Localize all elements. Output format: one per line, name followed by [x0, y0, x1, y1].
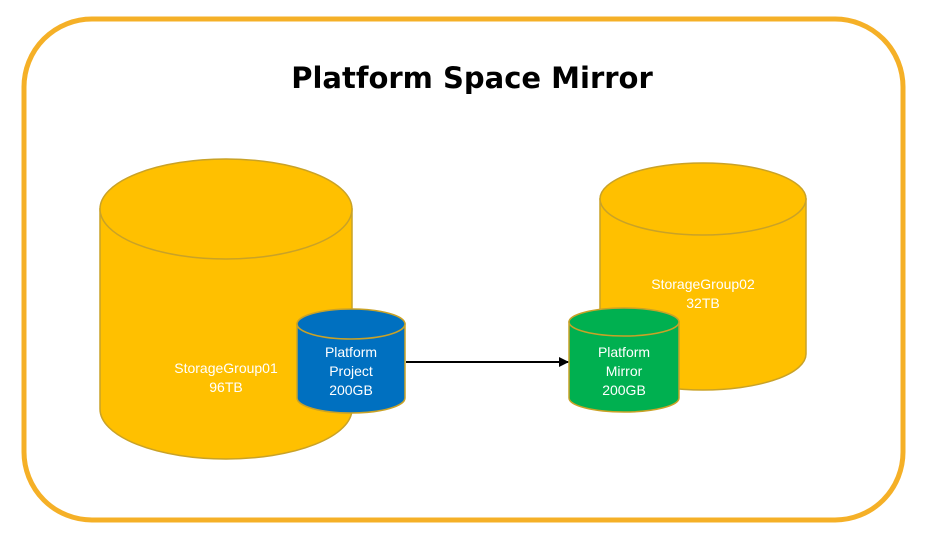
storage-group-02-name: StorageGroup02 — [651, 276, 755, 292]
platform-mirror-line2: Mirror — [606, 363, 643, 379]
platform-mirror-line1: Platform — [598, 344, 650, 360]
platform-mirror-top — [568, 307, 680, 337]
storage-group-01-name: StorageGroup01 — [174, 360, 278, 376]
platform-project-line2: Project — [329, 363, 373, 379]
platform-project-top — [296, 308, 406, 340]
platform-project-cylinder: Platform Project 200GB — [296, 308, 406, 414]
platform-mirror-body — [568, 321, 680, 413]
platform-mirror-size: 200GB — [602, 382, 646, 398]
platform-mirror-cylinder: Platform Mirror 200GB — [568, 307, 680, 413]
platform-project-body — [296, 323, 406, 414]
storage-group-01-body — [99, 208, 353, 460]
storage-group-01-capacity: 96TB — [209, 379, 242, 395]
storage-group-01-cylinder: StorageGroup01 96TB — [99, 158, 353, 460]
storage-group-02-top — [599, 162, 807, 236]
storage-group-02-capacity: 32TB — [686, 295, 719, 311]
storage-group-01-top — [99, 158, 353, 260]
page-title: Platform Space Mirror — [291, 61, 653, 95]
platform-project-size: 200GB — [329, 382, 373, 398]
platform-project-line1: Platform — [325, 344, 377, 360]
